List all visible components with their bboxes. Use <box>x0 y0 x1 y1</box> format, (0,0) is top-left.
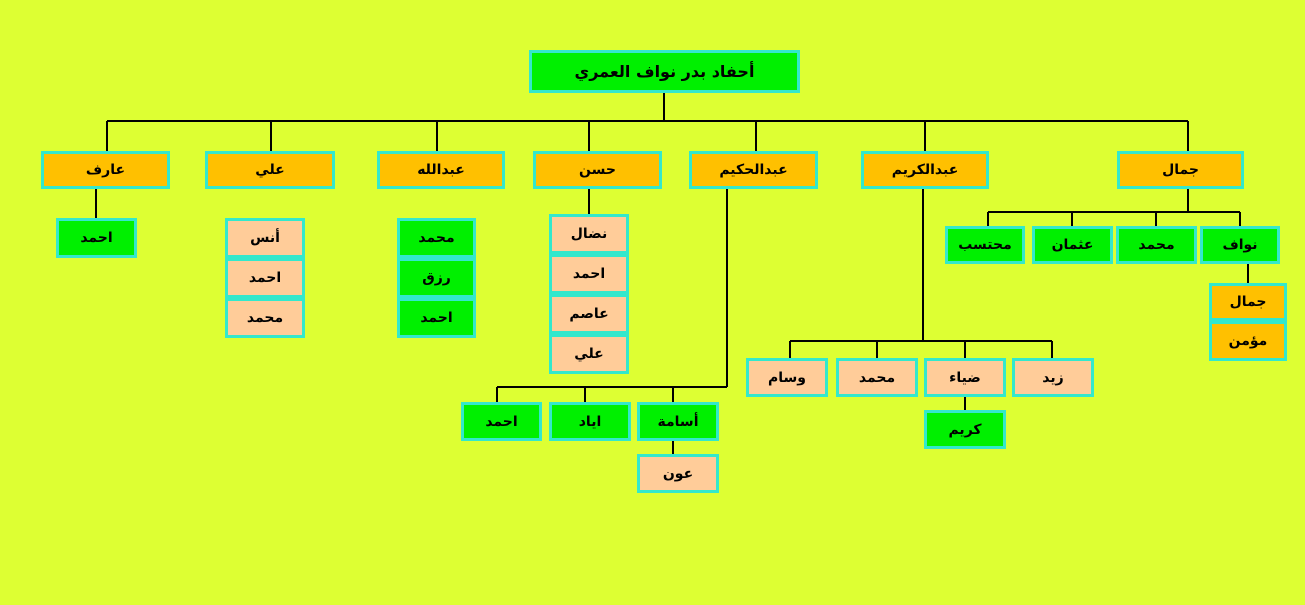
grandchild-box: أنس <box>225 218 305 258</box>
great-grandchild-box: عون <box>637 454 719 493</box>
grandchild-box: احمد <box>56 218 137 258</box>
son-box-abdulkarim: عبدالكريم <box>861 151 989 189</box>
grandchild-box: اياد <box>549 402 631 441</box>
grandchild-box: محتسب <box>945 226 1025 264</box>
son-box-jamal: جمال <box>1117 151 1244 189</box>
grandchild-box: ضياء <box>924 358 1006 397</box>
son-box-abdullah: عبدالله <box>377 151 505 189</box>
grandchild-box: أسامة <box>637 402 719 441</box>
root-box: أحفاد بدر نواف العمري <box>529 50 800 93</box>
grandchild-box: نضال <box>549 214 629 254</box>
grandchild-box: زيد <box>1012 358 1094 397</box>
son-box-aref: عارف <box>41 151 170 189</box>
son-box-ali: علي <box>205 151 335 189</box>
grandchild-box: محمد <box>397 218 476 258</box>
great-grandchild-box: كريم <box>924 410 1006 449</box>
great-grandchild-box: جمال <box>1209 283 1287 321</box>
grandchild-box: نواف <box>1200 226 1280 264</box>
grandchild-box: احمد <box>549 254 629 294</box>
son-box-hasan: حسن <box>533 151 662 189</box>
grandchild-box: علي <box>549 334 629 374</box>
grandchild-box: محمد <box>836 358 918 397</box>
grandchild-box: عثمان <box>1032 226 1113 264</box>
son-box-abdulhakim: عبدالحكيم <box>689 151 818 189</box>
grandchild-box: محمد <box>225 298 305 338</box>
grandchild-box: احمد <box>461 402 542 441</box>
grandchild-box: احمد <box>225 258 305 298</box>
grandchild-box: رزق <box>397 258 476 298</box>
grandchild-box: عاصم <box>549 294 629 334</box>
grandchild-box: محمد <box>1116 226 1197 264</box>
great-grandchild-box: مؤمن <box>1209 321 1287 361</box>
grandchild-box: وسام <box>746 358 828 397</box>
grandchild-box: احمد <box>397 298 476 338</box>
